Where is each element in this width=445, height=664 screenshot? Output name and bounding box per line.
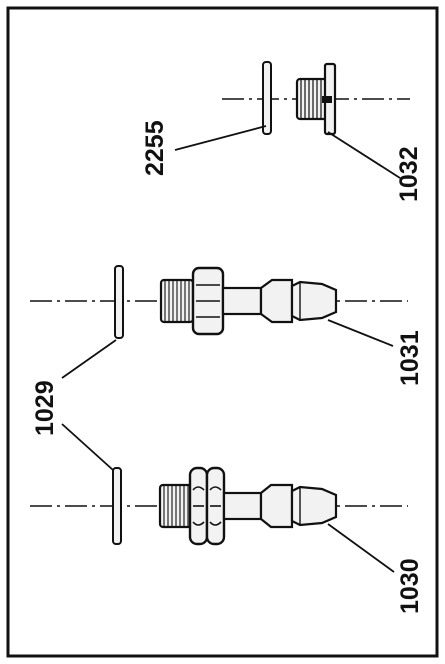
leader-1031 xyxy=(327,319,394,347)
washer-2255 xyxy=(262,61,272,135)
hose-tail-1031 xyxy=(159,266,338,336)
leader-1029-upper xyxy=(61,339,117,379)
label-1031: 1031 xyxy=(396,330,424,386)
washer-1029-callout: 1029 xyxy=(31,339,117,471)
leader-1029-lower xyxy=(61,423,114,471)
label-1030: 1030 xyxy=(396,558,424,614)
plug-1032 xyxy=(295,62,337,136)
label-1029: 1029 xyxy=(31,380,59,436)
leader-2255 xyxy=(174,125,267,151)
hose-tail-1030-group: 1030 xyxy=(30,466,424,614)
label-1032: 1032 xyxy=(395,146,423,202)
leader-1030 xyxy=(327,523,395,573)
label-2255: 2255 xyxy=(141,120,169,176)
washer-1029-upper xyxy=(114,265,124,339)
hose-tail-1030 xyxy=(158,466,338,546)
plug-group: 2255 1032 xyxy=(141,61,423,202)
hose-tail-1031-group: 1031 xyxy=(30,265,424,386)
washer-1029-lower xyxy=(112,467,122,545)
leader-1032 xyxy=(327,131,401,179)
